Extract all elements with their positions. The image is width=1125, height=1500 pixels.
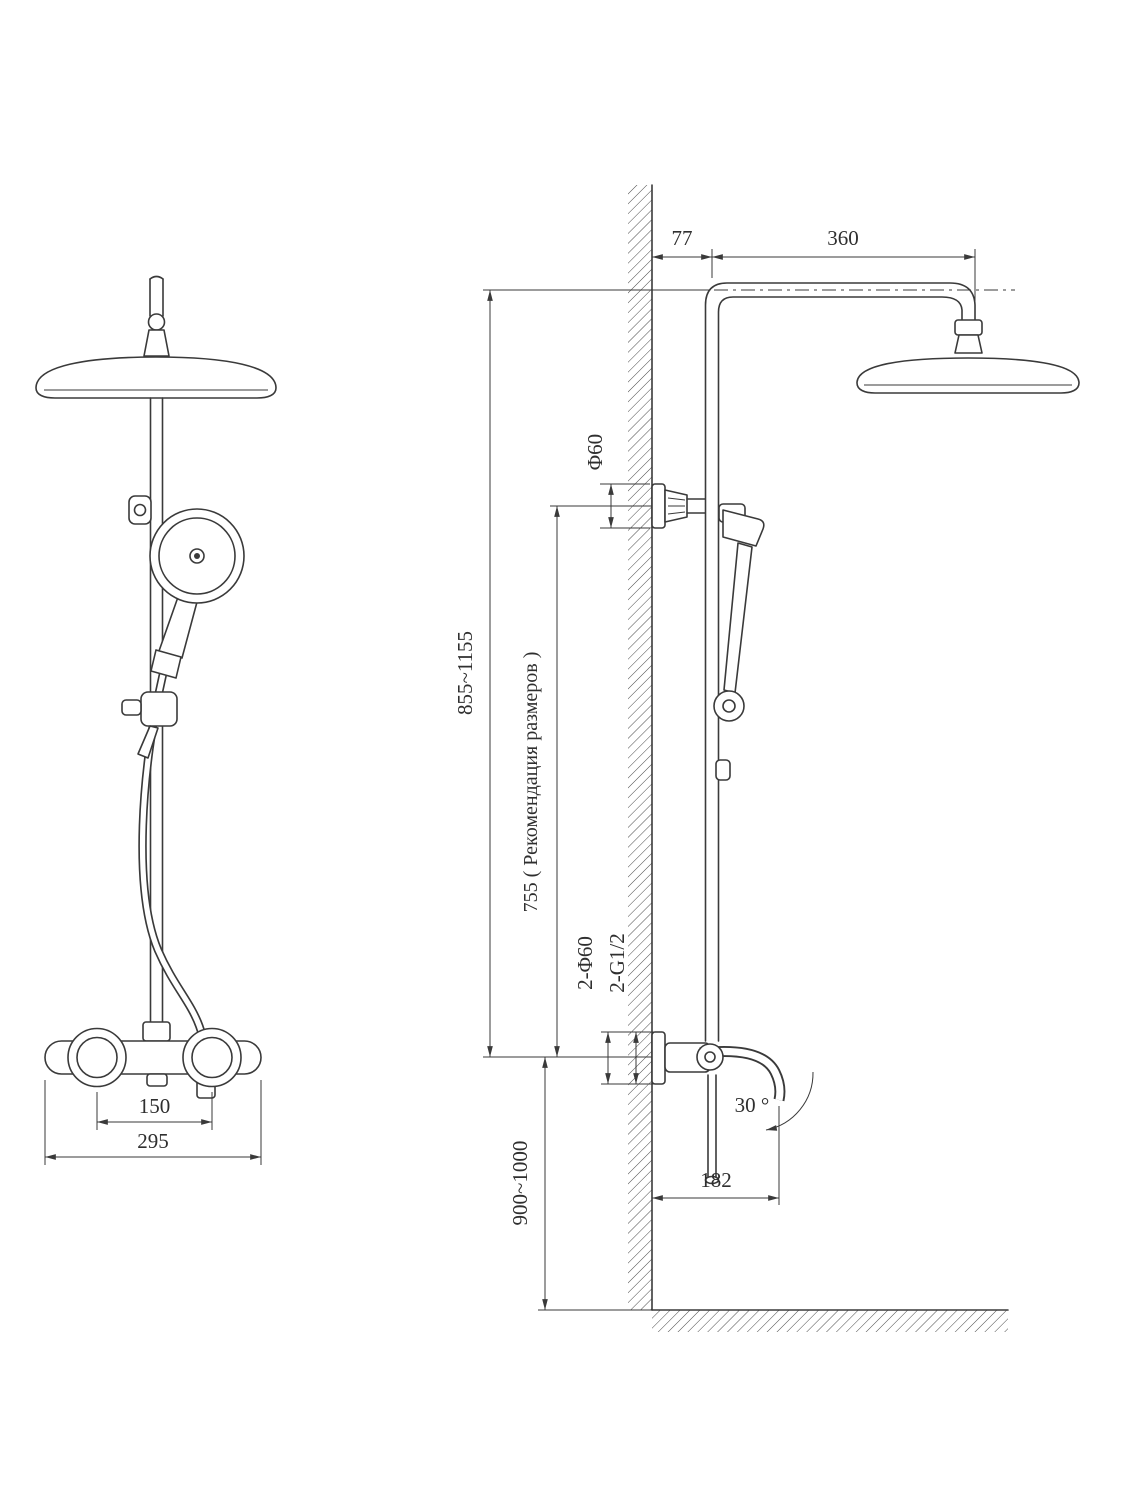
front-dimensions: 150 295 xyxy=(44,1080,262,1165)
dim-inlet-escutcheons-label: 2-Φ60 xyxy=(573,936,597,990)
rain-shower-head-front xyxy=(35,356,277,399)
dim-column-height-label: 855~1155 xyxy=(453,631,477,715)
column-height-dimension: 855~1155 xyxy=(453,289,706,1058)
dim-spout-angle-label: 30 ° xyxy=(735,1093,770,1117)
spout-reach-dimension: 182 xyxy=(652,1106,780,1205)
dim-overall-width-label: 295 xyxy=(137,1129,169,1153)
dim-handle-spacing-label: 150 xyxy=(139,1094,171,1118)
top-dimensions: 77 360 xyxy=(652,226,976,316)
mixer-side xyxy=(651,1031,786,1185)
wall-section xyxy=(628,184,653,1311)
floor-section xyxy=(651,1309,1009,1332)
slider-bracket-side xyxy=(715,759,731,781)
hand-shower-side xyxy=(713,503,765,781)
top-connector xyxy=(143,275,170,357)
dim-arm-reach-label: 360 xyxy=(827,226,859,250)
dim-wall-to-pipe-label: 77 xyxy=(672,226,693,250)
side-view: 77 360 Φ60 xyxy=(453,184,1080,1332)
rain-shower-head-side xyxy=(856,357,1080,394)
inlet-dimensions: 2-Φ60 2-G1/2 xyxy=(573,933,662,1085)
spout-angle-annotation: 30 ° xyxy=(735,1071,814,1131)
dim-recommended-height-label: 755 ( Рекомендация размеров ) xyxy=(520,652,542,913)
hand-shower-front xyxy=(149,508,245,679)
mixer-front xyxy=(44,1021,262,1088)
dim-mount-height-label: 900~1000 xyxy=(508,1141,532,1226)
slider-bracket-front xyxy=(121,691,178,759)
dim-spout-reach-label: 182 xyxy=(700,1168,732,1192)
front-view: 150 295 xyxy=(35,275,277,1165)
holder-bracket-front xyxy=(128,495,152,525)
escutcheon-dimension: Φ60 xyxy=(583,434,650,529)
riser-and-arm-side xyxy=(704,282,983,1042)
dim-escutcheon-diameter-label: Φ60 xyxy=(583,434,607,470)
mount-height-dimension: 900~1000 xyxy=(508,1057,652,1311)
recommended-height-dimension: 755 ( Рекомендация размеров ) xyxy=(520,505,652,1057)
wall-escutcheon-top xyxy=(651,483,706,529)
dim-inlet-thread-label: 2-G1/2 xyxy=(605,933,629,993)
